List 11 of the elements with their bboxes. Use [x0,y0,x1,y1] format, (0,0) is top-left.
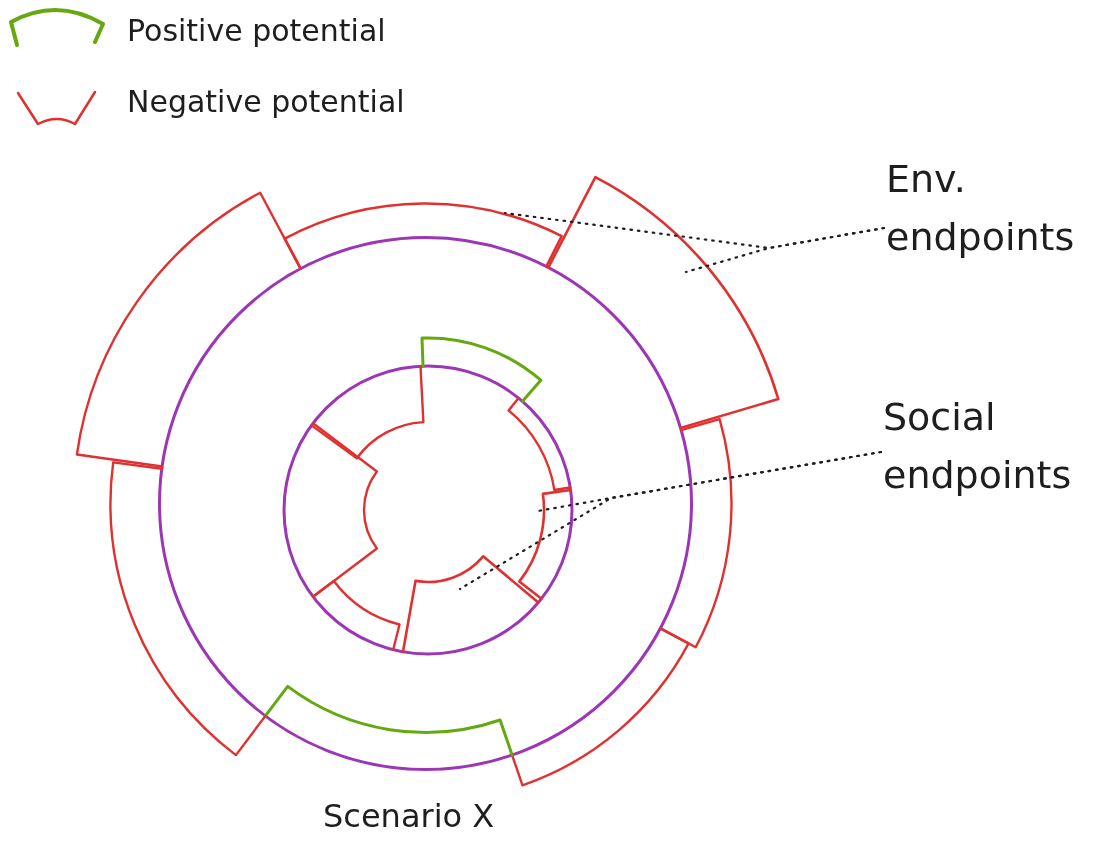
arc-segment [283,202,563,270]
legend-label: Positive potential [127,13,386,49]
legend-label: Negative potential [127,84,405,120]
callout-label: Social endpoints [883,388,1072,504]
leader-line [684,226,886,274]
arc-segment [401,555,540,654]
arc-segment [547,175,780,430]
caption: Scenario X [323,797,495,835]
leader-line [458,450,883,591]
callout-label: Env. endpoints [886,150,1075,266]
arc-segment [518,488,572,600]
